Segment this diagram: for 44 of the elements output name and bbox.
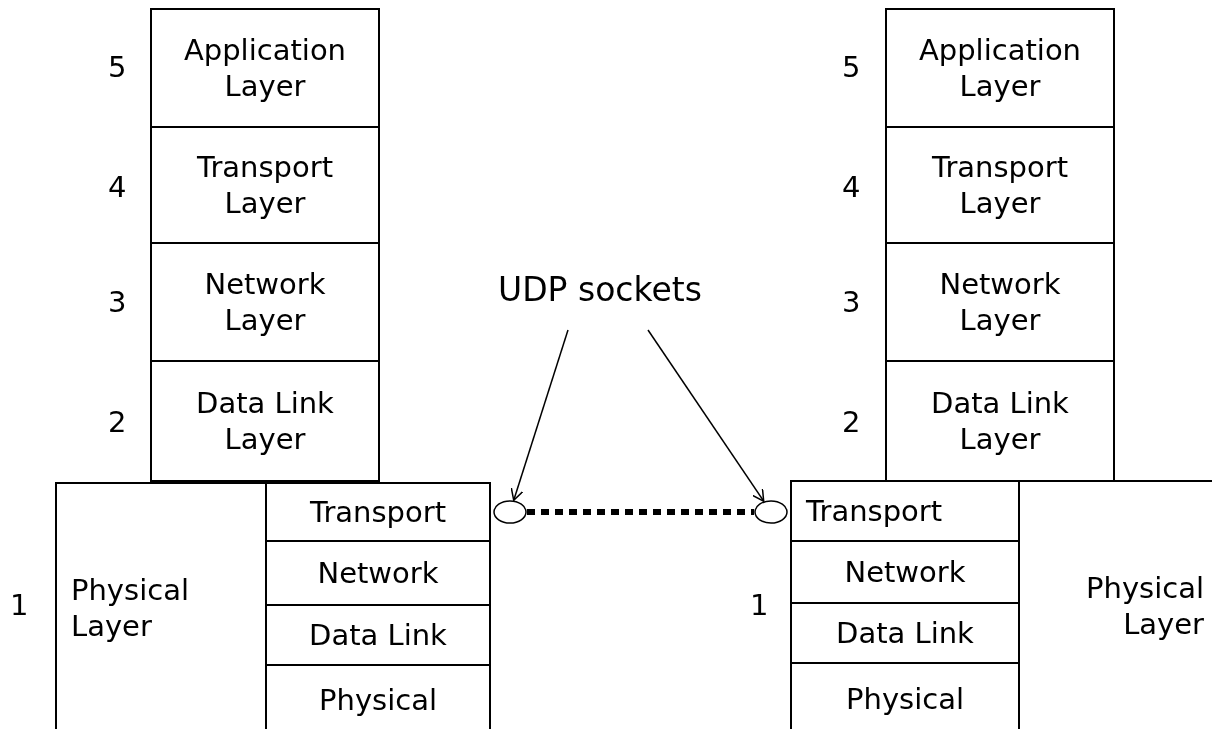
layer-label: Physical: [319, 681, 437, 719]
layer-number: 4: [842, 170, 861, 204]
layer-number: 2: [842, 405, 861, 439]
layer-label: Data Link: [836, 614, 974, 652]
layer-number: 2: [108, 405, 127, 439]
layer-label: Data Link: [309, 616, 447, 654]
layer-box: [885, 360, 1115, 482]
layer-label: Network Layer: [203, 265, 327, 339]
layer-label: Data Link Layer: [930, 384, 1070, 458]
layer-label: Transport: [806, 492, 943, 530]
layer-number: 5: [842, 50, 861, 84]
layer-box: [885, 242, 1115, 362]
layer-box: [150, 360, 380, 482]
layer-box: [885, 126, 1115, 244]
layer-box: [150, 126, 380, 244]
layer-label: Network: [844, 553, 966, 591]
layer-label: Transport Layer: [930, 148, 1070, 222]
layer-number: 4: [108, 170, 127, 204]
layer-label: Transport Layer: [195, 148, 335, 222]
socket-circle: [754, 500, 788, 524]
layer-number: 1: [750, 588, 769, 622]
layer-number: 1: [10, 588, 29, 622]
layer-label: Application Layer: [917, 31, 1082, 105]
layer-label: Network: [317, 554, 439, 592]
layer-number: 3: [108, 285, 127, 319]
annotation-text: UDP sockets: [498, 270, 702, 309]
layer-label: Transport: [309, 493, 447, 531]
layer-label: Application Layer: [182, 31, 347, 105]
layer-box: [885, 8, 1115, 128]
layer-label: Physical Layer: [71, 571, 190, 645]
layer-number: 5: [108, 50, 127, 84]
layer-box: [150, 242, 380, 362]
layer-label: Physical: [846, 680, 964, 718]
layer-box: [150, 8, 380, 128]
arrow: [510, 329, 569, 502]
layer-number: 3: [842, 285, 861, 319]
layer-box: [265, 482, 491, 542]
dotted-line: [527, 509, 754, 515]
layer-label: Data Link Layer: [195, 384, 335, 458]
layer-label: Physical Layer: [1085, 569, 1204, 643]
layer-label: Network Layer: [938, 265, 1062, 339]
socket-circle: [493, 500, 527, 524]
layer-box: [55, 482, 267, 729]
arrow: [647, 329, 765, 502]
